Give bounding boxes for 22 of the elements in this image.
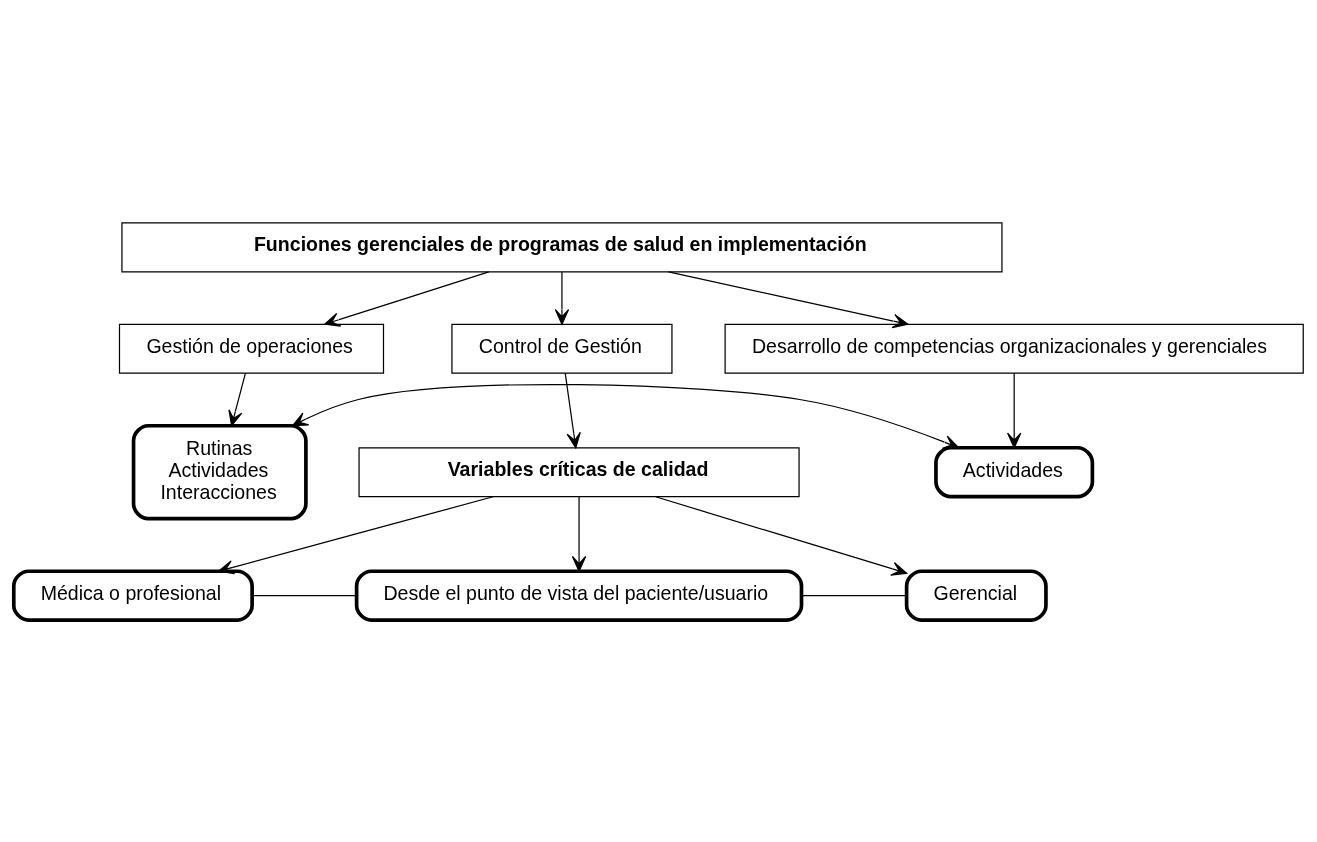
connector [801, 594, 907, 596]
node-box: Médica o profesional [11, 568, 254, 622]
arrow [228, 372, 246, 426]
arrow [1006, 372, 1022, 448]
arrow [218, 495, 494, 574]
node-box: Gerencial [904, 568, 1048, 622]
arrow [292, 383, 960, 449]
connector [251, 594, 357, 596]
node-box: Variables críticas de calidad [358, 446, 800, 497]
node-box: Actividades [934, 445, 1095, 498]
arrow [324, 270, 490, 327]
node-box: Control de Gestión [451, 323, 673, 374]
node-box: Desde el punto de vista del paciente/usuario [354, 568, 804, 622]
arrow [564, 372, 581, 448]
arrow [667, 270, 909, 328]
node-box: Rutinas Actividades Interacciones [131, 423, 308, 520]
node-box: Gestión de operaciones [118, 323, 385, 374]
arrow [655, 495, 908, 576]
arrow [571, 495, 587, 572]
node-box: Funciones gerenciales de programas de salud en implementación [121, 221, 1003, 272]
arrow [554, 270, 570, 325]
node-box: Desarrollo de competencias organizacionales y gerenciales [724, 323, 1304, 374]
